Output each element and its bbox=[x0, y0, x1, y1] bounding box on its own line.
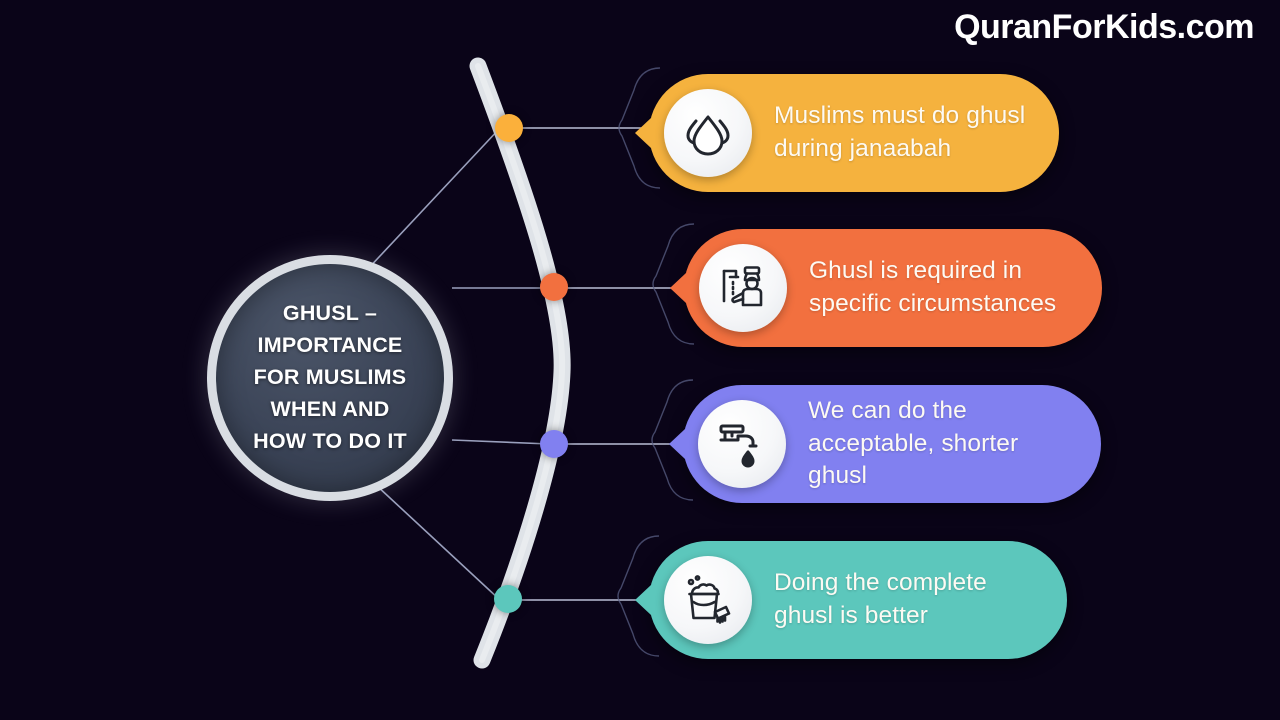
card-halo-4 bbox=[617, 535, 660, 657]
hub-link-4 bbox=[361, 471, 501, 601]
node-dot-3[interactable] bbox=[540, 430, 568, 458]
card-halo-2 bbox=[652, 223, 695, 345]
info-card-1-text: Muslims must do ghusl during janaabah bbox=[774, 102, 1026, 162]
node-dot-4[interactable] bbox=[494, 585, 522, 613]
spine-arc-highlight bbox=[475, 63, 566, 663]
hub-title: GHUSL – IMPORTANCE FOR MUSLIMS WHEN AND … bbox=[253, 301, 407, 453]
info-card-1[interactable]: Muslims must do ghusl during janaabah bbox=[635, 74, 1059, 192]
info-card-4[interactable]: Doing the complete ghusl is better bbox=[635, 541, 1067, 659]
info-card-2-text: Ghusl is required in specific circumstan… bbox=[809, 257, 1057, 317]
card-pointer-3 bbox=[669, 429, 685, 459]
site-logo-text: QuranForKids.com bbox=[954, 8, 1254, 46]
card-pointer-2 bbox=[670, 273, 686, 303]
water-droplets-icon bbox=[664, 89, 752, 177]
info-card-3[interactable]: We can do the acceptable, shorter ghusl bbox=[669, 385, 1101, 503]
card-pointer-4 bbox=[635, 585, 651, 615]
node-dot-1[interactable] bbox=[495, 114, 523, 142]
bucket-brush-icon bbox=[664, 556, 752, 644]
hub-link-3 bbox=[451, 439, 550, 445]
info-card-4-text: Doing the complete ghusl is better bbox=[774, 569, 987, 629]
central-hub: GHUSL – IMPORTANCE FOR MUSLIMS WHEN AND … bbox=[207, 255, 453, 501]
card-pointer-1 bbox=[635, 118, 651, 148]
hub-link-1 bbox=[364, 127, 501, 273]
card-halo-1 bbox=[618, 67, 661, 189]
person-washing-hands-icon bbox=[699, 244, 787, 332]
spine-arc bbox=[469, 57, 571, 669]
info-card-2[interactable]: Ghusl is required in specific circumstan… bbox=[670, 229, 1102, 347]
card-halo-3 bbox=[651, 379, 694, 501]
faucet-droplet-icon bbox=[698, 400, 786, 488]
info-card-3-text: We can do the acceptable, shorter ghusl bbox=[808, 397, 1019, 490]
node-dot-2[interactable] bbox=[540, 273, 568, 301]
